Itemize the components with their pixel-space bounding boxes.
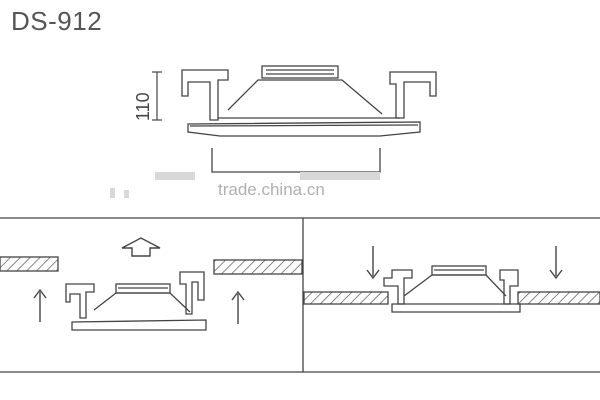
hollow-up-arrow-icon: [121, 237, 161, 257]
installation-panels: [0, 217, 600, 373]
watermark-text: trade.china.cn: [218, 180, 325, 199]
height-dimension: [152, 71, 162, 121]
driver-magnet: [261, 65, 339, 79]
model-title: DS-912: [11, 6, 103, 36]
top-speaker-view: [181, 65, 437, 137]
speaker-body: [227, 79, 383, 115]
width-dimension: [211, 148, 381, 173]
down-arrow-icon: [549, 246, 563, 280]
ceiling-board-installed-right: [517, 291, 600, 305]
height-dimension-label: 110: [133, 92, 153, 121]
right-panel-installed: [303, 246, 600, 313]
right-mounting-clip: [389, 71, 437, 119]
ceiling-board-right: [213, 259, 303, 275]
left-mounting-clip: [181, 69, 229, 121]
left-panel-removal: [0, 237, 303, 331]
ceiling-board-installed-left: [303, 291, 389, 305]
trim-ring: [187, 121, 421, 137]
up-arrow-icon: [33, 288, 47, 322]
faint-marks: [110, 172, 380, 198]
up-arrow-icon: [231, 290, 245, 324]
ceiling-board-left: [0, 256, 59, 272]
down-arrow-icon: [366, 246, 380, 280]
